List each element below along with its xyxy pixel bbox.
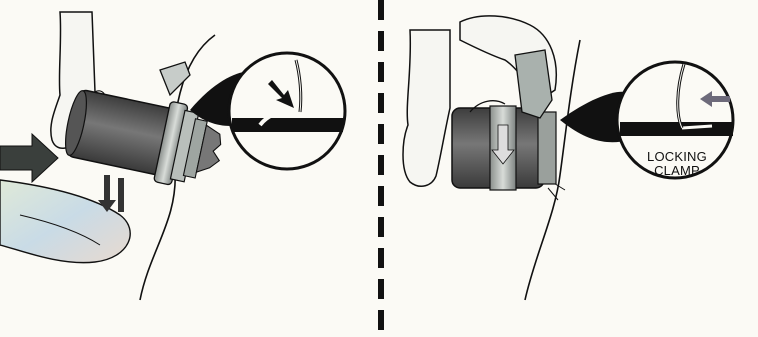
locking-clamp-label: LOCKING CLAMP: [632, 150, 722, 178]
motion-mark: [118, 178, 124, 212]
left-panel: [0, 12, 345, 300]
callout-label-line2: CLAMP: [632, 164, 722, 178]
push-arrow-icon: [0, 134, 58, 182]
callout-label-line1: LOCKING: [632, 150, 722, 164]
holding-hand-right-lower: [403, 30, 450, 186]
lid-left: [160, 62, 190, 95]
gloved-hand: [0, 180, 130, 263]
